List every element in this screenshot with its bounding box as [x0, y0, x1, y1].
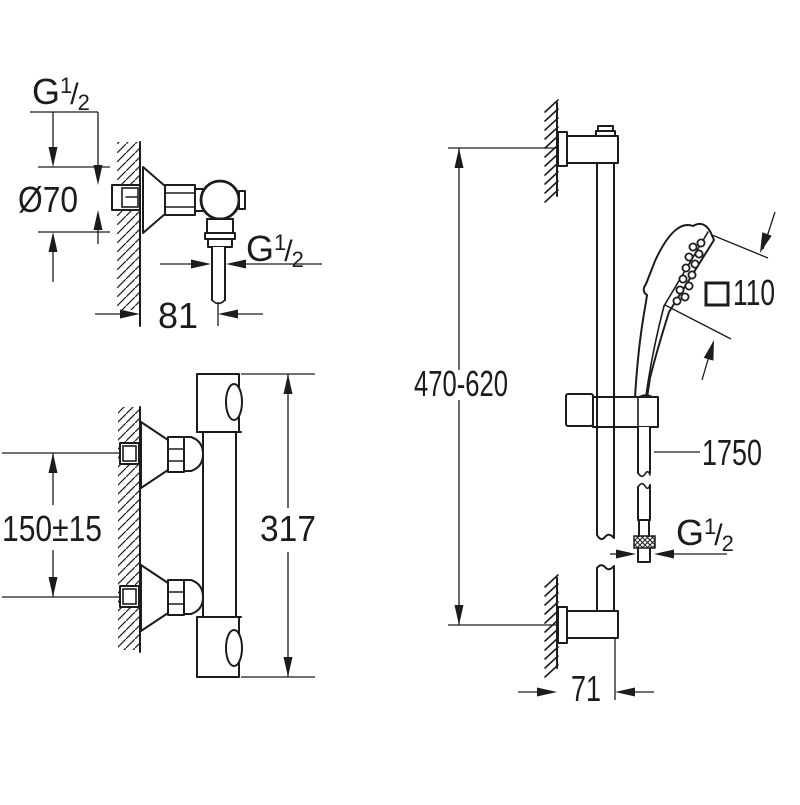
- height-label: 317: [260, 508, 316, 549]
- elbow-body: [199, 179, 241, 221]
- bottom-bracket-body: [566, 610, 619, 639]
- dimension-inlet-spacing-150: 150±15: [2, 452, 120, 598]
- inlet-pipe-bottom-inner: [122, 588, 137, 605]
- reference-lines: [2, 452, 120, 598]
- bottom-bracket-flange: [557, 606, 568, 644]
- dimension-thread-top: G1/2: [30, 71, 103, 244]
- arrowhead: [454, 605, 464, 625]
- dimension-bracket-offset-71: 71: [518, 668, 654, 709]
- dimension-hose-length-1750: 1750: [654, 432, 762, 473]
- dimension-diameter-70: Ø70: [18, 112, 110, 282]
- arrowhead: [760, 232, 772, 253]
- thread-size-label: G1/2: [32, 71, 90, 115]
- arrowhead: [703, 340, 714, 361]
- hose-fill-upper: [638, 427, 650, 473]
- dimension-height-317: 317: [241, 373, 316, 678]
- inlet-pipe-top-inner: [122, 445, 137, 462]
- arrowhead: [120, 309, 140, 319]
- hose-end-sleeve: [638, 519, 650, 537]
- dimension-thread-side: G1/2: [160, 228, 322, 272]
- mixer-body: [202, 431, 237, 618]
- arrowhead: [48, 232, 58, 252]
- arrowhead: [218, 309, 238, 319]
- square-dimension-icon: [704, 281, 730, 307]
- arrowhead: [283, 374, 293, 394]
- arrowhead: [454, 148, 464, 168]
- shower-hose: [633, 426, 656, 563]
- arrowhead: [93, 165, 103, 185]
- hose-tube: [211, 246, 226, 301]
- arrowhead: [93, 210, 103, 230]
- hose-upper-segment: [637, 426, 651, 474]
- reference-lines: [448, 147, 556, 626]
- union-nut-bottom: [167, 579, 185, 616]
- top-bracket-flange: [557, 131, 568, 167]
- spray-nozzles: [672, 238, 706, 306]
- extension-lines: [664, 234, 769, 340]
- wall-hatching: [117, 142, 140, 310]
- arrowhead: [616, 549, 636, 559]
- arrowhead: [226, 259, 246, 269]
- slide-rail-upper: [596, 135, 615, 541]
- hose-connection-nut: [633, 535, 656, 549]
- thread-size-label: G1/2: [246, 228, 304, 272]
- elbow-side-nub: [238, 190, 246, 210]
- top-bracket-body: [566, 135, 619, 164]
- arrowhead: [191, 259, 211, 269]
- leader-line: [30, 111, 99, 165]
- shower-rail-drawing: 470-620 110 1750 G1/2: [414, 99, 776, 709]
- wall-hatching-top: [544, 99, 559, 203]
- arrowhead: [537, 687, 557, 697]
- temperature-handle-grip: [225, 383, 243, 421]
- inlet-spacing-label: 150±15: [2, 508, 102, 549]
- reference-lines: [38, 166, 110, 233]
- union-nut-bottom-facets: [167, 591, 185, 605]
- glider-clamp-knob: [565, 393, 594, 427]
- dimension-thread-hose: G1/2: [610, 512, 734, 559]
- bracket-offset-label: 71: [571, 668, 601, 709]
- dimension-projection-81: 81: [95, 295, 263, 336]
- projection-label: 81: [158, 295, 198, 336]
- hose-break-cut-lower: [637, 482, 651, 490]
- hose-fill: [212, 247, 225, 300]
- hose-length-label: 1750: [702, 432, 762, 473]
- arrowhead: [48, 577, 58, 597]
- thermostat-mixer-drawing: 150±15 317: [2, 373, 316, 678]
- thread-size-label: G1/2: [676, 512, 734, 556]
- inlet-connection-bottom: [183, 579, 204, 615]
- hose-outlet-block: [206, 218, 234, 234]
- adjust-range-label: 470-620: [414, 363, 508, 404]
- dimension-adjust-range: 470-620: [414, 147, 556, 626]
- dimension-head-size-110: 110: [664, 211, 776, 381]
- arrowhead: [48, 453, 58, 473]
- hose-connection-tube: [637, 547, 651, 563]
- hose-break-cut-upper: [637, 470, 651, 478]
- slide-rail-lower: [596, 564, 615, 612]
- reference-lines: [241, 373, 315, 678]
- handle-front-edge: [645, 305, 665, 397]
- glider-holder-body: [592, 396, 659, 428]
- rail-through-holder-lines: [596, 396, 615, 428]
- wall-hatching-bottom: [544, 574, 559, 678]
- hex-nut: [164, 184, 196, 216]
- hose-nut-band-2: [207, 238, 233, 248]
- arrowhead: [654, 549, 674, 559]
- handle-separation-lines: [196, 431, 242, 618]
- arrowhead: [615, 687, 635, 697]
- union-elbow-drawing: G1/2 Ø70 G1/2 8: [18, 71, 322, 336]
- union-nut-top-facets: [167, 448, 185, 462]
- pipe-thread-end: [121, 187, 139, 208]
- hex-nut-facets: [164, 192, 196, 208]
- arrowhead: [48, 147, 58, 167]
- head-size-label: 110: [733, 272, 775, 313]
- volume-handle-grip: [225, 629, 243, 667]
- arrowhead: [283, 657, 293, 677]
- inlet-connection-top: [183, 436, 204, 472]
- diameter-label: Ø70: [18, 179, 78, 220]
- union-nut-top: [167, 436, 185, 473]
